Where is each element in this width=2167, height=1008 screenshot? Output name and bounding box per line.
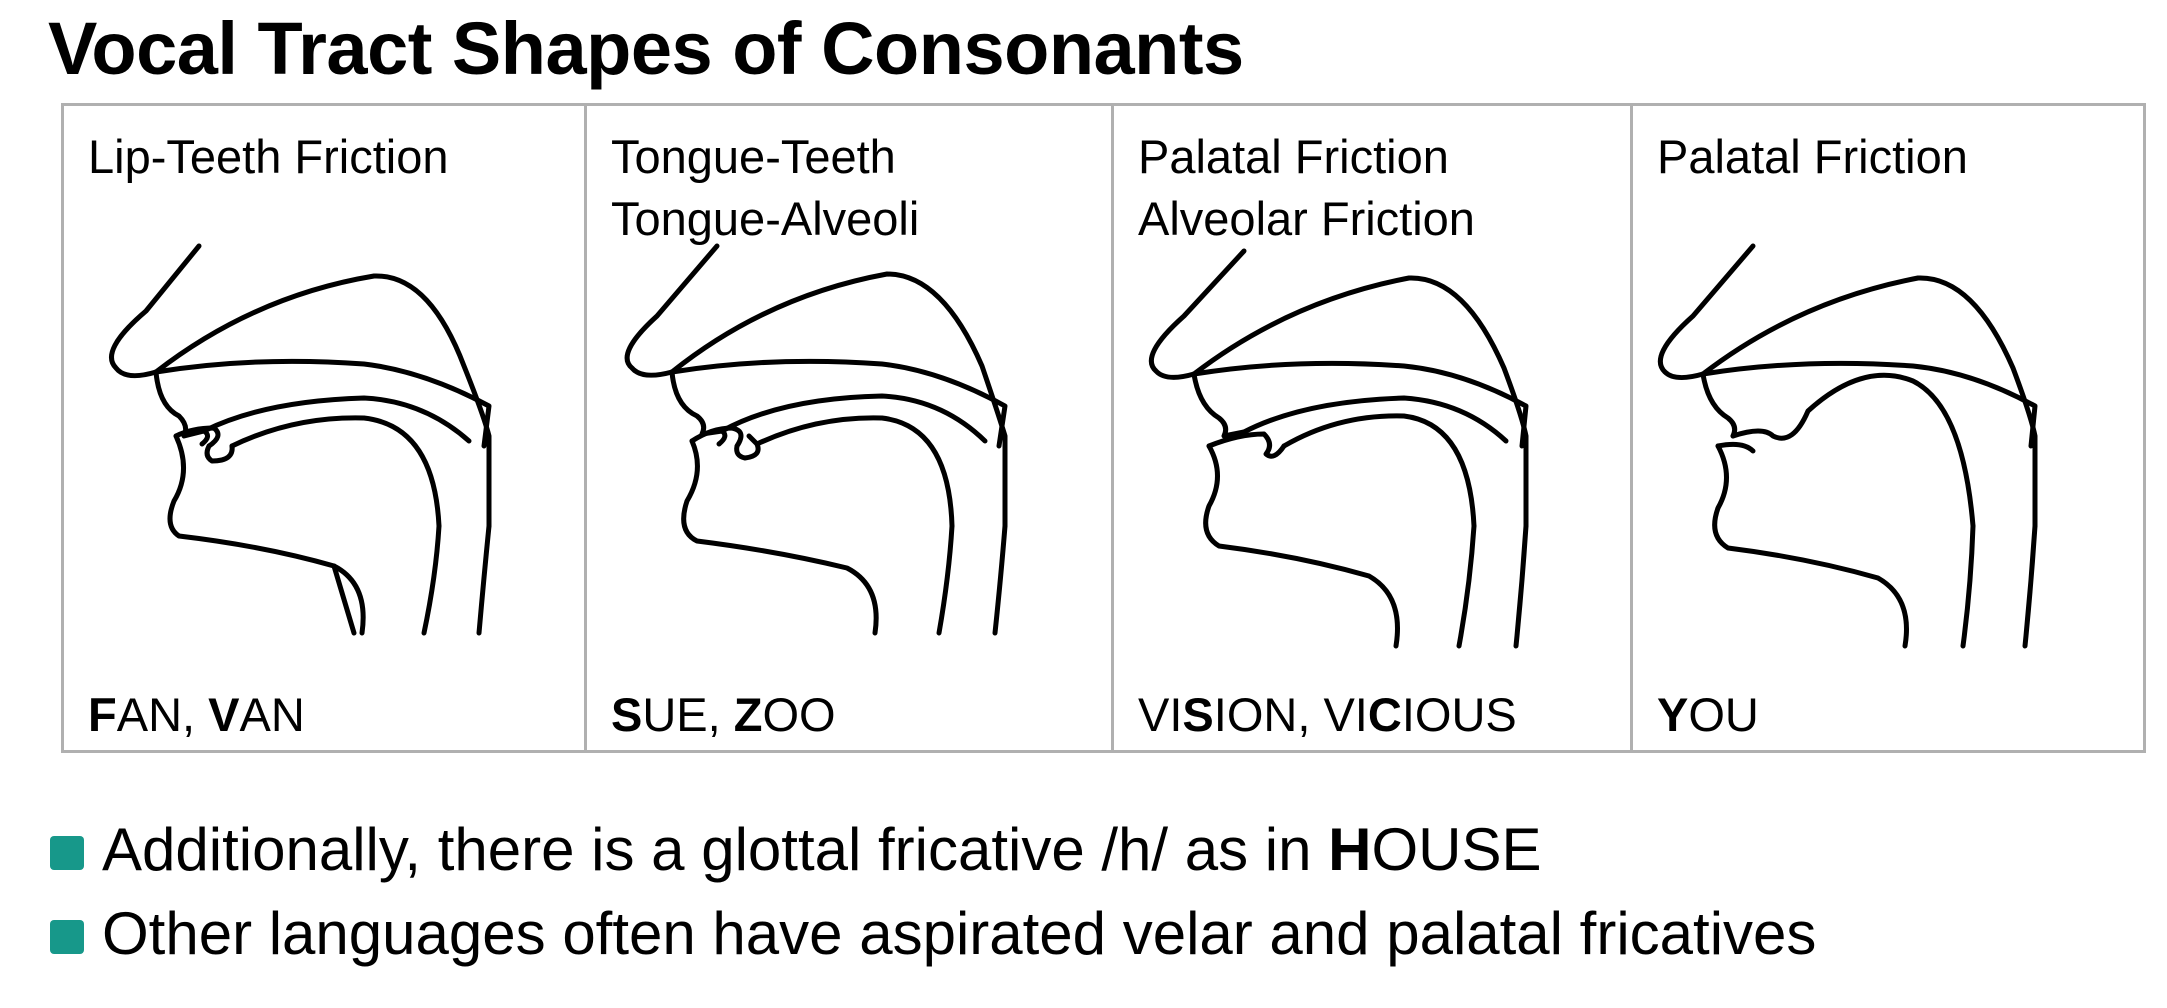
panel-label: Tongue-Teeth Tongue-Alveoli (611, 126, 919, 250)
bullet-text-part: H (1328, 816, 1372, 883)
bullet-text-part: Other languages often have aspirated vel… (102, 900, 1817, 967)
column-divider (584, 106, 587, 750)
jaw-throat (1712, 443, 1909, 649)
tongue-upper (1241, 395, 1509, 444)
panel-label-line: Tongue-Alveoli (611, 192, 920, 245)
panel-example: FAN, VAN (88, 684, 305, 746)
panel-label-line: Tongue-Teeth (611, 130, 896, 183)
panel-example: YOU (1657, 684, 1759, 746)
bullet-text-part: Additionally, there is a glottal fricati… (102, 816, 1329, 883)
jaw-throat (167, 433, 366, 636)
bullet-item: Additionally, there is a glottal fricati… (50, 808, 1816, 892)
vocal-tract-table: Lip-Teeth Friction FAN, VAN Tongue-Teeth… (61, 103, 2146, 753)
bullet-text: Additionally, there is a glottal fricati… (102, 816, 1542, 883)
tongue-tip (1206, 431, 1287, 459)
example-word-part: Y (1657, 688, 1689, 741)
lower-lip (1715, 441, 1756, 454)
page-title: Vocal Tract Shapes of Consonants (48, 7, 1244, 90)
example-word-part: UE, (642, 688, 734, 741)
example-word-part: S (611, 688, 643, 741)
example-word-part: IOUS (1401, 688, 1517, 741)
pharynx-front (1456, 523, 1477, 649)
panel-label-line: Palatal Friction (1138, 130, 1449, 183)
example-word-part: V (208, 688, 240, 741)
pharynx-back (992, 523, 1008, 636)
nasal-outline (109, 243, 202, 379)
panel-label: Palatal Friction Alveolar Friction (1138, 126, 1475, 250)
tongue-tip (689, 425, 761, 461)
panel-palatal: Palatal Friction YOU (1633, 106, 2146, 750)
jaw-throat (1203, 443, 1400, 649)
upper-lip (669, 369, 728, 447)
tongue-upper (201, 395, 472, 444)
example-word-part: OU (1688, 688, 1759, 741)
vocal-tract-diagram-palatal-alveolar (1149, 248, 1529, 649)
nasal-outline (1149, 248, 1247, 380)
column-divider (1111, 106, 1114, 750)
example-word-part: OO (762, 688, 836, 741)
chin-line (331, 563, 357, 636)
panel-label-line: Alveolar Friction (1138, 192, 1475, 245)
tongue (229, 415, 442, 529)
jaw-throat (681, 438, 879, 636)
bullet-text: Other languages often have aspirated vel… (102, 900, 1816, 967)
vocal-tract-diagram-tongue-teeth (624, 243, 1008, 636)
example-word-part: ION, VI (1213, 688, 1368, 741)
panel-label-line: Lip-Teeth Friction (88, 130, 449, 183)
vocal-tract-diagram-palatal (1658, 243, 2038, 649)
panel-label: Palatal Friction (1657, 126, 1968, 188)
tongue-upper (719, 393, 988, 444)
panel-label-line: Palatal Friction (1657, 130, 1968, 183)
panel-palatal-alveolar: Palatal Friction Alveolar Friction VISIO… (1114, 106, 1630, 750)
example-word-part: F (88, 688, 117, 741)
example-word-part: Z (733, 688, 763, 741)
pharynx-front (421, 523, 442, 636)
nasal-outline (624, 243, 720, 378)
vocal-tract-diagram-lip-teeth (109, 243, 492, 636)
example-word-part: AN, (116, 688, 209, 741)
upper-lip (1700, 371, 1738, 439)
pharynx-back (476, 523, 492, 636)
tongue (1281, 413, 1477, 529)
bullet-list: Additionally, there is a glottal fricati… (50, 808, 1816, 976)
pharynx-front (1960, 523, 1976, 649)
example-word-part: C (1367, 688, 1402, 741)
bullet-square-icon (50, 836, 84, 870)
bullet-item: Other languages often have aspirated vel… (50, 892, 1816, 976)
tongue-arch (1730, 372, 1976, 529)
panel-lip-teeth: Lip-Teeth Friction FAN, VAN (64, 106, 584, 750)
pharynx-front (936, 523, 955, 636)
nasal-outline (1658, 243, 1756, 380)
upper-lip-palate (153, 358, 492, 449)
bullet-square-icon (50, 920, 84, 954)
upper-lip-palate (1700, 360, 2038, 449)
panel-example: VISION, VICIOUS (1138, 684, 1517, 746)
pharynx-back (2022, 523, 2038, 649)
upper-lip (1191, 371, 1247, 439)
example-word-part: AN (239, 688, 305, 741)
upper-lip (153, 369, 210, 447)
column-divider (1630, 106, 1633, 750)
bullet-text-part: OUSE (1371, 816, 1542, 883)
example-word-part: S (1182, 688, 1214, 741)
panel-label: Lip-Teeth Friction (88, 126, 449, 188)
panel-tongue-teeth: Tongue-Teeth Tongue-Alveoli SUE, ZOO (587, 106, 1111, 750)
pharynx-back (1513, 523, 1529, 649)
panel-example: SUE, ZOO (611, 684, 836, 746)
palate-dome (1700, 275, 2038, 529)
upper-lip-palate (1191, 360, 1529, 449)
lower-lip (173, 425, 235, 464)
upper-lip-palate (669, 358, 1008, 449)
tongue (754, 415, 955, 529)
example-word-part: VI (1138, 688, 1183, 741)
